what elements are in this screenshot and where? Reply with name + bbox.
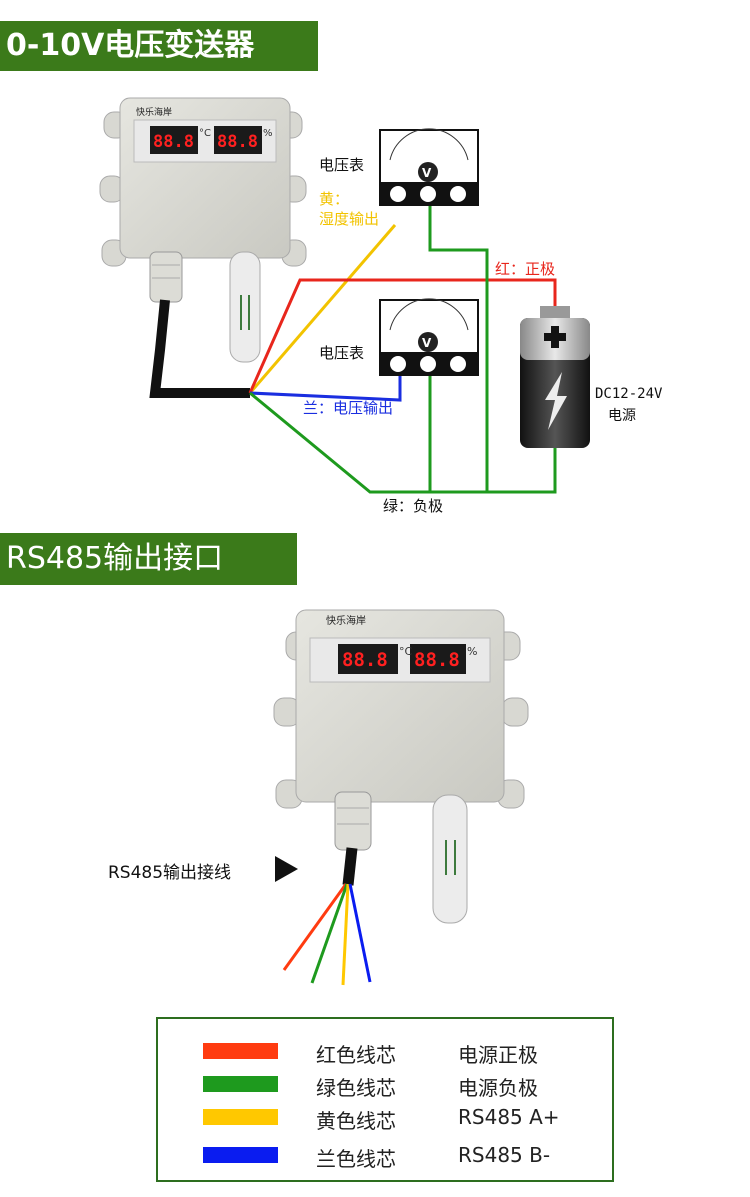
legend-swatch (203, 1109, 278, 1125)
brand-logo-1: 快乐海岸 (136, 106, 172, 118)
temp-unit-1: °C (199, 128, 211, 139)
cable-gland-2 (334, 791, 372, 851)
legend-wire-function: 电源正极 (458, 1043, 538, 1067)
legend-row: 红色线芯 电源正极 (158, 1035, 612, 1067)
section-title-0-10v: 0-10V电压变送器 (0, 21, 318, 71)
legend-row: 绿色线芯 电源负极 (158, 1068, 612, 1100)
wire-color-legend: 红色线芯 电源正极 绿色线芯 电源负极 黄色线芯 RS485 A+ 兰色线芯 R… (156, 1017, 614, 1182)
rs485-yellow-wire (341, 883, 350, 986)
legend-wire-name: 红色线芯 (316, 1043, 396, 1067)
legend-row: 兰色线芯 RS485 B- (158, 1139, 612, 1171)
section-title-rs485: RS485输出接口 (0, 533, 297, 585)
legend-wire-name: 黄色线芯 (316, 1109, 396, 1133)
legend-wire-function: 电源负极 (458, 1076, 538, 1100)
humidity-display-1: 88.8 (217, 132, 258, 152)
transmitter-unit-2 (273, 609, 529, 809)
red-wire-label: 红：正极 (495, 260, 556, 278)
voltmeter-symbol-top: V (422, 166, 432, 180)
main-cable-1 (149, 299, 250, 398)
humidity-display-2: 88.8 (414, 649, 460, 671)
temp-display-1: 88.8 (153, 132, 194, 152)
voltmeter-label-top: 电压表 (319, 156, 365, 174)
temp-unit-2: °C (399, 645, 413, 658)
power-label-voltage: DC12-24V (595, 386, 663, 402)
rs485-green-wire (310, 883, 349, 984)
yellow-wire-label: 湿度输出 (319, 210, 380, 228)
arrow-right-icon (275, 856, 298, 882)
legend-wire-name: 绿色线芯 (316, 1076, 396, 1100)
rs485-wiring-label: RS485输出接线 (108, 863, 232, 883)
rs485-red-wire (282, 883, 348, 971)
power-label: 电源 (608, 408, 636, 424)
legend-row: 黄色线芯 RS485 A+ (158, 1101, 612, 1133)
legend-swatch (203, 1076, 278, 1092)
voltmeter-bottom (379, 298, 479, 376)
blue-wire (249, 368, 402, 402)
humidity-unit-2: % (467, 645, 477, 658)
yellow-wire-label-prefix: 黄： (319, 190, 350, 208)
green-wire-label: 绿：负极 (383, 497, 444, 515)
legend-wire-name: 兰色线芯 (316, 1147, 396, 1171)
main-cable-2 (342, 847, 358, 886)
cable-gland-1 (149, 251, 183, 303)
legend-swatch (203, 1043, 278, 1059)
humidity-probe-1 (229, 251, 261, 363)
green-wire (249, 391, 557, 494)
legend-swatch (203, 1147, 278, 1163)
humidity-unit-1: % (263, 128, 273, 139)
temp-display-2: 88.8 (342, 649, 388, 671)
yellow-wire (248, 224, 397, 394)
legend-wire-function: RS485 B- (458, 1143, 551, 1167)
transmitter-unit-1 (99, 97, 307, 267)
rs485-blue-wire (348, 883, 372, 983)
red-wire (248, 278, 557, 394)
battery-icon (520, 306, 590, 448)
blue-wire-label: 兰：电压输出 (303, 399, 394, 417)
green-wire-meter-top (428, 195, 489, 492)
voltmeter-symbol-bottom: V (422, 336, 432, 350)
humidity-probe-2 (432, 794, 468, 924)
brand-logo-2: 快乐海岸 (326, 614, 366, 627)
voltmeter-top (379, 128, 479, 206)
legend-wire-function: RS485 A+ (458, 1105, 560, 1129)
voltmeter-label-bottom: 电压表 (319, 344, 365, 362)
